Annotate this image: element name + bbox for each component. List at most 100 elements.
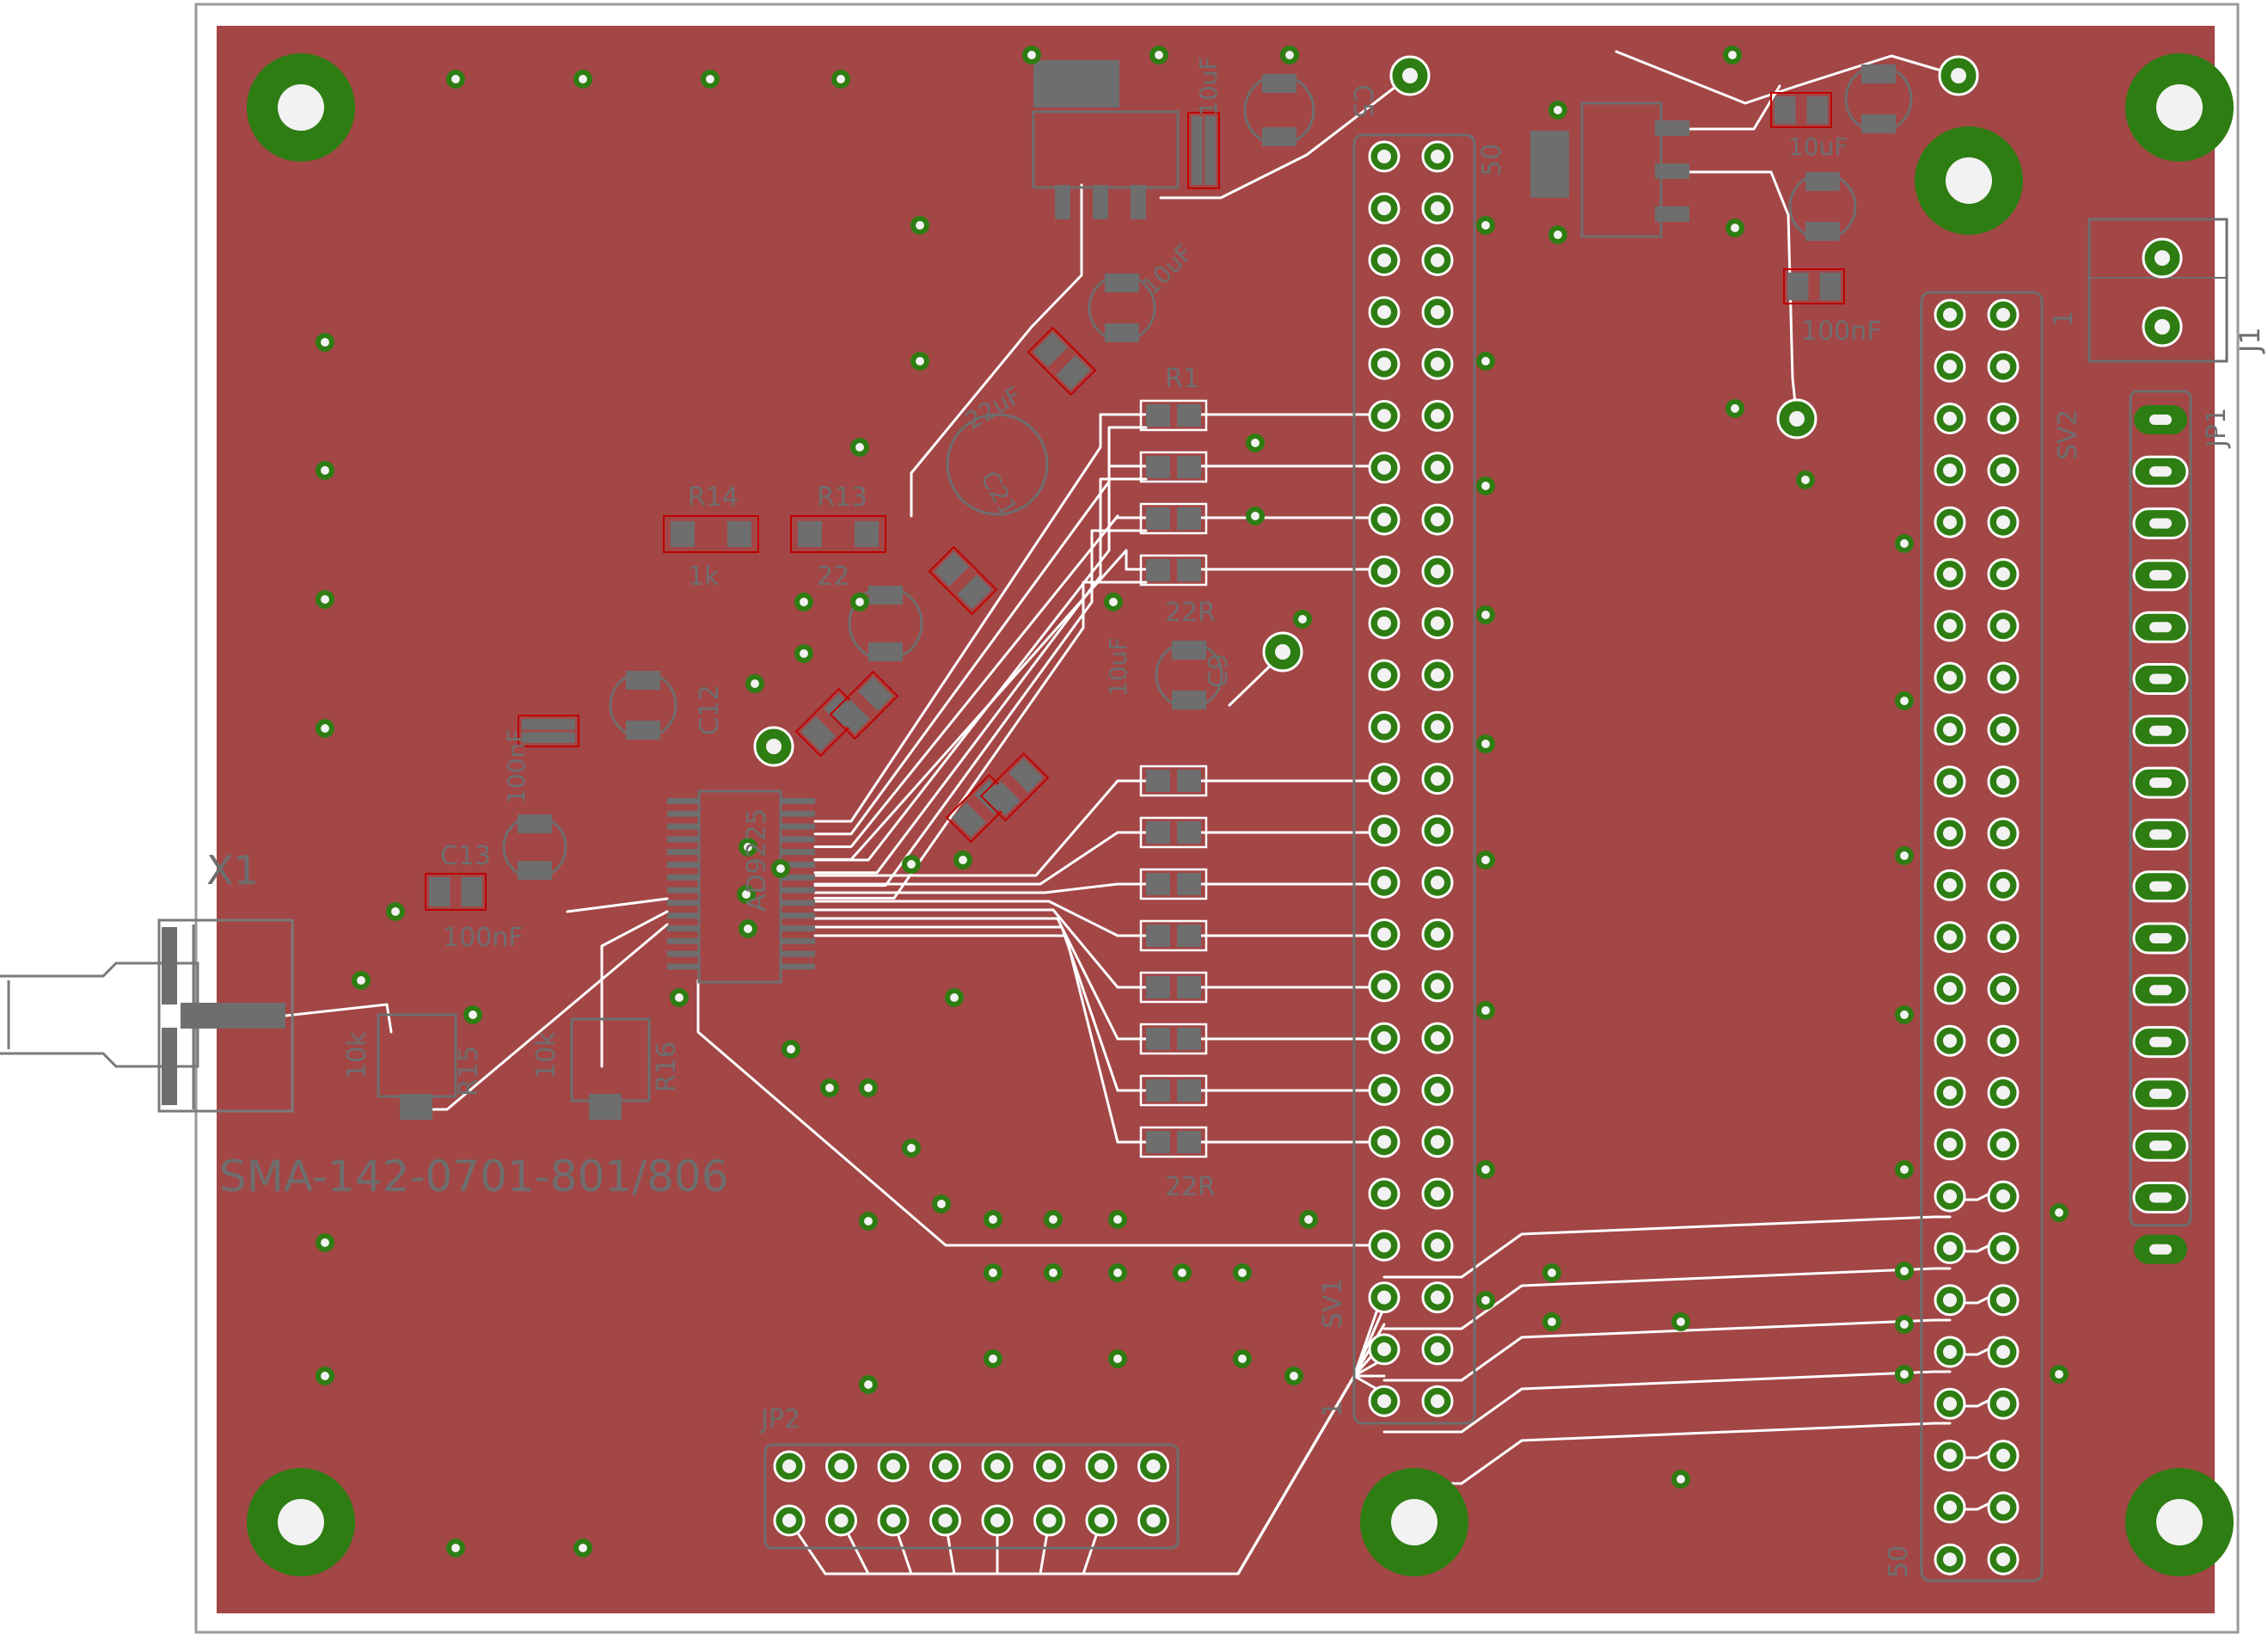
label-10uf-b: 10uF	[1104, 637, 1132, 697]
copper-trace	[1382, 1215, 1952, 1279]
ic-pin-left	[667, 874, 698, 881]
sv1-pin-hole	[1377, 1238, 1391, 1253]
ic-pin-left	[667, 925, 698, 931]
stitching-via-hole	[907, 1144, 916, 1152]
sv2-pin-hole	[1943, 774, 1957, 789]
mounting-hole-center	[278, 1499, 324, 1545]
stitching-via-hole	[1238, 1354, 1247, 1363]
stitching-via-hole	[864, 1217, 873, 1226]
ic-pin-left	[667, 862, 698, 868]
jp1-pin-hole	[2149, 673, 2172, 685]
sv1-pin-hole	[1431, 1187, 1444, 1201]
r15-pad	[400, 1094, 432, 1120]
jp2-pin-hole	[886, 1514, 900, 1527]
sv2-pin-hole	[1996, 1500, 2010, 1514]
sv1-pin-hole	[1377, 201, 1391, 216]
ceramic-cap-pad	[1775, 96, 1796, 124]
test-point-hole	[1789, 411, 1805, 427]
stitching-via-hole	[1728, 51, 1737, 59]
ceramic-cap-pad	[858, 676, 893, 711]
stitching-via-hole	[321, 595, 329, 604]
ceramic-cap-outline	[979, 752, 1050, 822]
resistor-outline	[1139, 816, 1208, 849]
stitching-via-hole	[1481, 357, 1490, 366]
stitching-via-hole	[675, 993, 683, 1002]
stitching-via-hole	[1900, 539, 1909, 548]
mounting-hole-center	[278, 84, 324, 131]
mounting-hole-center	[2156, 84, 2203, 131]
sv2-pin-hole	[1996, 1448, 2010, 1463]
stitching-via-hole	[776, 864, 785, 873]
ceramic-cap-outline	[1187, 112, 1220, 189]
sv1-pin-hole	[1377, 927, 1391, 942]
jp2-pin-hole	[938, 1514, 953, 1527]
copper-trace	[813, 426, 1148, 862]
jp2-pin-hole	[1146, 1514, 1161, 1527]
label-r13-val: 22	[817, 562, 849, 592]
stitching-via-hole	[1251, 512, 1260, 520]
sv1-pin-hole	[1431, 564, 1444, 579]
jp1-pin-hole	[2149, 881, 2172, 892]
label-10uf-c: 10uF	[1788, 132, 1848, 161]
sv2-pin-hole	[1996, 1293, 2010, 1307]
copper-trace	[1688, 170, 1799, 421]
label-r16: R16	[652, 1041, 682, 1092]
label-100nf-a: 100nF	[1801, 316, 1882, 347]
sv2-pin-hole	[1943, 515, 1957, 530]
test-point-hole	[1951, 68, 1966, 83]
resistor-pad	[1146, 924, 1170, 947]
jp2-pin-hole	[990, 1514, 1004, 1527]
ceramic-capacitor	[1027, 326, 1097, 396]
sv1-pin-hole	[1431, 823, 1444, 838]
resistor-outline	[1139, 1074, 1208, 1107]
sv1-pin-hole	[1431, 408, 1444, 423]
ceramic-cap-pad	[1056, 355, 1091, 390]
stitching-via-hole	[1900, 1320, 1909, 1329]
label-10uf-a: 10uF	[1194, 57, 1223, 116]
mounting-hole-center	[1946, 157, 1992, 204]
ic-pin-left	[667, 798, 698, 804]
sv2-pin-hole	[1996, 1397, 2010, 1411]
resistor-pad	[1177, 770, 1201, 792]
copper-trace	[696, 979, 1386, 1247]
sv2-pin-hole	[1996, 826, 2010, 840]
jp1-pin-hole	[2149, 1244, 2172, 1255]
copper-trace	[284, 1003, 393, 1034]
ceramic-capacitor	[1187, 112, 1220, 189]
ic-pin-left	[667, 810, 698, 817]
jp2-pin-hole	[782, 1514, 796, 1527]
copper-trace	[600, 910, 669, 1068]
stitching-via-hole	[469, 1010, 477, 1019]
ic-pin-left	[667, 950, 698, 957]
stitching-via-hole	[1900, 1165, 1909, 1174]
sv2-pin-hole	[1943, 567, 1957, 581]
copper-trace	[813, 580, 1148, 900]
stitching-via-hole	[937, 1200, 946, 1208]
copper-trace	[1382, 1267, 1952, 1330]
ic-pin-left	[667, 900, 698, 906]
copper-trace	[813, 908, 1119, 989]
resistor-outline	[1139, 502, 1208, 535]
label-r15-val: 10k	[342, 1031, 372, 1079]
copper-trace	[1382, 1370, 1952, 1434]
cap-10uf-right-pad	[1805, 172, 1840, 191]
c-capacitor-pad	[518, 814, 552, 833]
label-sv1-pin1: 1	[1318, 1401, 1348, 1417]
stitching-via-hole	[989, 1215, 997, 1224]
sv1-pin-hole	[1377, 150, 1391, 163]
resistor-outline	[1139, 1126, 1208, 1158]
jp1-pin-hole	[2149, 415, 2172, 425]
stitching-via-hole	[451, 75, 460, 83]
label-sv1: SV1	[1318, 1278, 1348, 1329]
jp1-pin-hole	[2149, 1036, 2172, 1047]
ic-pin-right	[781, 798, 815, 804]
cap-10uf-top-pad	[1861, 64, 1896, 83]
label-r14: R14	[688, 482, 739, 513]
stitching-via-hole	[1554, 230, 1562, 239]
stitching-via-hole	[1049, 1268, 1057, 1277]
ceramic-cap-outline	[425, 873, 487, 911]
cap-10uf-pad	[1105, 323, 1139, 342]
j1-outline	[2087, 218, 2228, 363]
c9-capacitor-pad	[1172, 691, 1206, 710]
jp2-pin-hole	[938, 1459, 953, 1473]
